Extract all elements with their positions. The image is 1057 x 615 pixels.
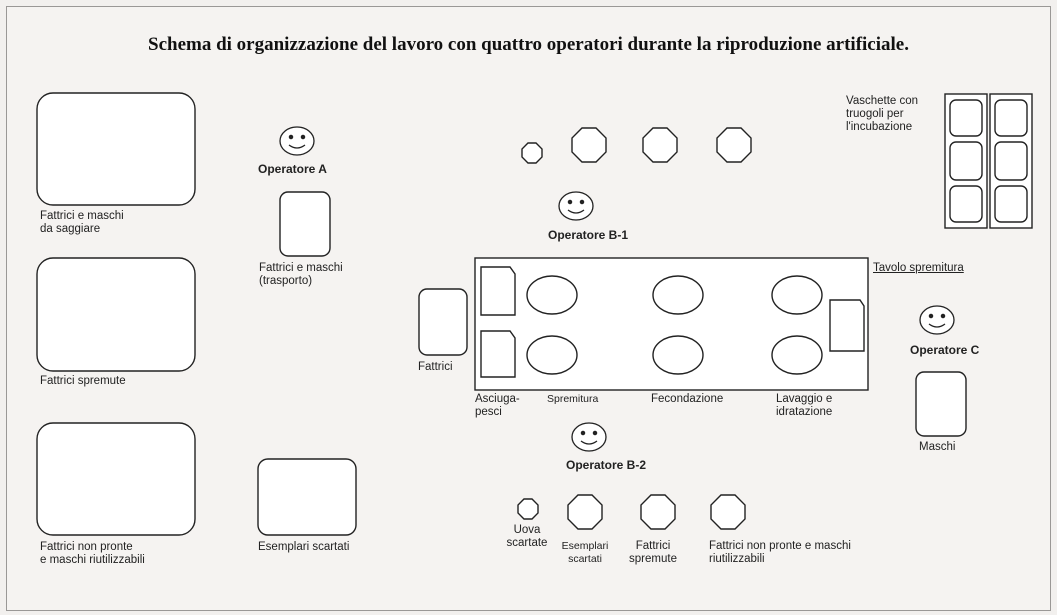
operator-b1-label: Operatore B-1 (548, 228, 629, 242)
label-esemplari-scartati: Esemplari scartati (258, 541, 350, 553)
towel-icon-bottom (480, 330, 516, 378)
label-fattrici-spremute: Fattrici spremute (40, 375, 126, 387)
area-fattrici-spremute (36, 257, 196, 372)
container-top-2 (642, 127, 678, 163)
small-container-uova (517, 498, 539, 520)
container-top-1 (571, 127, 607, 163)
label-container-esemplari-scartati: Esemplari scartati (561, 540, 609, 565)
small-container-top (521, 142, 543, 164)
container-fattrici-spremute (640, 494, 676, 530)
diagram-title: Schema di organizzazione del lavoro con … (148, 34, 909, 55)
area-fattrici-maschi-saggiare (36, 92, 196, 206)
label-vaschette: Vaschette con truogoli per l'incubazione (846, 95, 919, 133)
container-fattrici-non-pronte (710, 494, 746, 530)
towel-icon-right (829, 299, 865, 352)
bowl-spremitura-top (526, 275, 578, 315)
label-tavolo-spremitura: Tavolo spremitura (873, 262, 964, 274)
operator-c-label: Operatore C (910, 343, 980, 357)
label-fecondazione: Fecondazione (651, 393, 724, 405)
box-fattrici (418, 288, 468, 356)
label-uova-scartate: Uova scartate (506, 524, 548, 549)
area-fattrici-non-pronte (36, 422, 196, 536)
operator-b2-face-icon (571, 422, 607, 452)
label-maschi: Maschi (919, 441, 956, 453)
label-fattrici-maschi-trasporto: Fattrici e maschi (trasporto) (259, 262, 343, 287)
operator-a-face-icon (279, 126, 315, 156)
bowl-fecondazione-bottom (652, 335, 704, 375)
box-maschi (915, 371, 967, 437)
label-lavaggio: Lavaggio e idratazione (776, 393, 833, 418)
bowl-lavaggio-top (771, 275, 823, 315)
operator-b2-label: Operatore B-2 (566, 458, 647, 472)
bowl-lavaggio-bottom (771, 335, 823, 375)
label-fattrici: Fattrici (418, 361, 453, 373)
label-spremitura: Spremitura (547, 393, 599, 405)
container-top-3 (716, 127, 752, 163)
bowl-spremitura-bottom (526, 335, 578, 375)
operator-b1-face-icon (558, 191, 594, 221)
operator-a-label: Operatore A (258, 162, 327, 176)
label-fattrici-maschi-saggiare: Fattrici e maschi da saggiare (40, 210, 124, 235)
area-esemplari-scartati (257, 458, 357, 536)
label-fattrici-non-pronte: Fattrici non pronte e maschi riutilizzab… (40, 541, 145, 566)
container-esemplari-scartati (567, 494, 603, 530)
label-container-fattrici-spremute: Fattrici spremute (629, 540, 677, 565)
area-trasporto (279, 191, 331, 257)
bowl-fecondazione-top (652, 275, 704, 315)
towel-icon-top (480, 266, 516, 316)
label-asciugapesci: Asciuga- pesci (475, 393, 520, 418)
label-container-fattrici-non-pronte: Fattrici non pronte e maschi riutilizzab… (709, 540, 851, 565)
operator-c-face-icon (919, 305, 955, 335)
